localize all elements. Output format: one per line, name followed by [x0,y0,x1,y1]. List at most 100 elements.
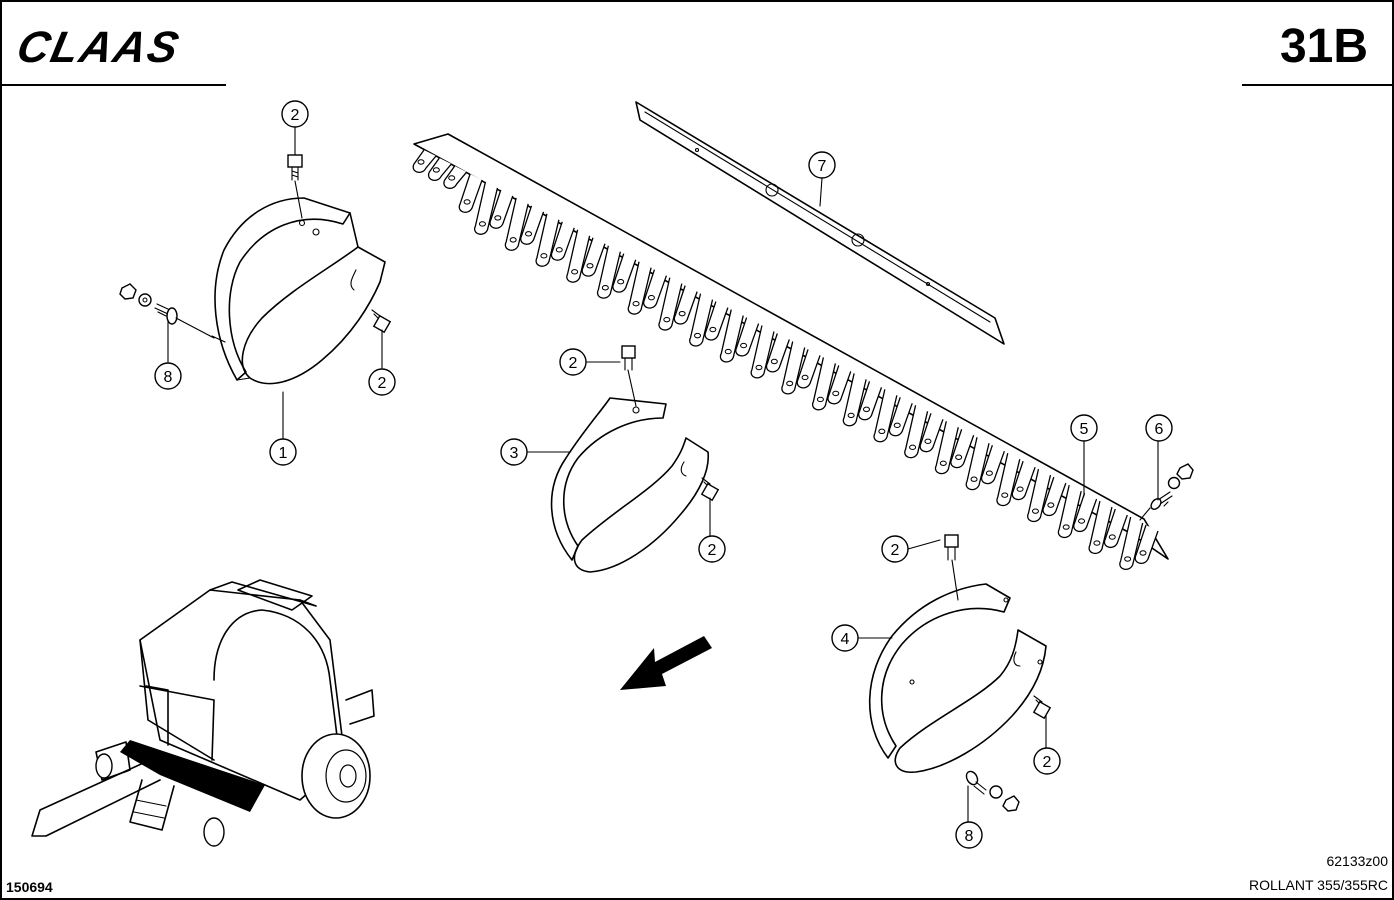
hardware-set-icon [119,283,215,363]
tine-hole [924,438,932,444]
brand-logo: CLAAS [13,23,185,71]
tine-hole [678,310,686,317]
comb-tine [1057,484,1082,539]
comb-tine [566,229,591,283]
tine-hole [571,269,579,275]
svg-text:5: 5 [1080,421,1089,438]
tine-hole [1093,540,1101,546]
comb-tine [581,237,606,277]
tine-hole [432,167,440,173]
callout-2: 2 [881,535,909,563]
tine-hole [724,348,732,355]
svg-text:2: 2 [378,375,387,392]
document-number: 150694 [6,879,53,895]
comb-tine [596,245,621,299]
tine-hole [1031,508,1039,514]
tine-hole [893,422,901,429]
comb-tine [627,261,652,315]
callout-3: 3 [500,438,528,466]
tine-hole [1108,534,1116,540]
comb-tine [827,365,852,405]
bolt-icon [700,477,720,538]
bolt-icon [621,345,637,407]
comb-tine [704,301,729,341]
tine-hole [1124,556,1132,562]
comb-tine [1119,516,1144,571]
comb-tine [842,373,867,427]
section-number: 31B [1280,20,1368,73]
tine-hole [985,470,993,476]
tine-hole [478,221,486,227]
svg-text:7: 7 [818,158,827,175]
comb-tine [888,397,913,437]
comb-tine [474,181,499,235]
tine-hole [709,326,717,333]
callout-4: 4 [831,624,859,652]
hardware-set-icon [965,770,1020,823]
comb-tine [1073,492,1098,533]
bolt-icon [1032,695,1052,749]
tine-hole [555,247,563,253]
comb-tine [1103,508,1128,549]
svg-text:6: 6 [1155,421,1164,438]
tine-hole [770,358,778,365]
tine-hole [862,406,870,413]
callout-8: 8 [154,362,182,390]
callout-2: 2 [559,348,587,376]
tine-hole [1001,492,1009,498]
comb-tine [642,269,668,309]
tine-hole [601,285,609,291]
comb-tine [412,149,437,174]
tine-hole [801,374,809,381]
tine-hole [1139,550,1147,556]
tine-comb-5 [412,133,1169,571]
svg-text:2: 2 [1043,754,1052,771]
comb-tine [550,221,575,261]
tine-hole [909,444,917,451]
tine-hole [647,294,655,301]
comb-tine [689,293,714,347]
baler-machine-illustration [31,579,375,847]
callout-7: 7 [808,151,836,179]
callout-2: 2 [698,535,726,563]
svg-text:3: 3 [510,445,519,462]
callout-1: 1 [269,438,297,466]
comb-tine [980,445,1005,485]
tine-hole [663,316,671,323]
svg-text:8: 8 [965,828,974,845]
tine-hole [955,454,963,460]
tine-hole [540,253,548,259]
comb-tine [796,349,821,389]
comb-tine [658,277,683,331]
tine-hole [1016,486,1024,492]
comb-tine [919,413,944,453]
comb-tine [489,189,514,229]
tine-hole [448,175,456,181]
comb-tine [858,381,883,421]
comb-tine [520,205,545,245]
comb-tine [535,213,560,267]
tine-hole [970,476,978,482]
tine-hole [1047,502,1055,508]
comb-tine [750,325,775,379]
drawing-id: 62133z00 [1326,853,1388,869]
guide-strap-3 [550,397,710,573]
callout-8: 8 [955,821,983,849]
comb-tine [504,197,529,251]
comb-tine [443,165,468,189]
tine-hole [832,390,840,397]
svg-text:4: 4 [841,631,850,648]
tine-hole [816,396,824,403]
callout-2: 2 [368,368,396,396]
comb-tine [781,341,806,395]
tine-hole [1078,518,1086,524]
tine-hole [878,428,886,435]
svg-text:8: 8 [164,369,173,386]
tine-hole [786,380,794,387]
comb-tine [1088,500,1113,555]
svg-text:1: 1 [279,445,288,462]
leader-lines [282,126,1085,639]
tine-hole [586,263,594,269]
